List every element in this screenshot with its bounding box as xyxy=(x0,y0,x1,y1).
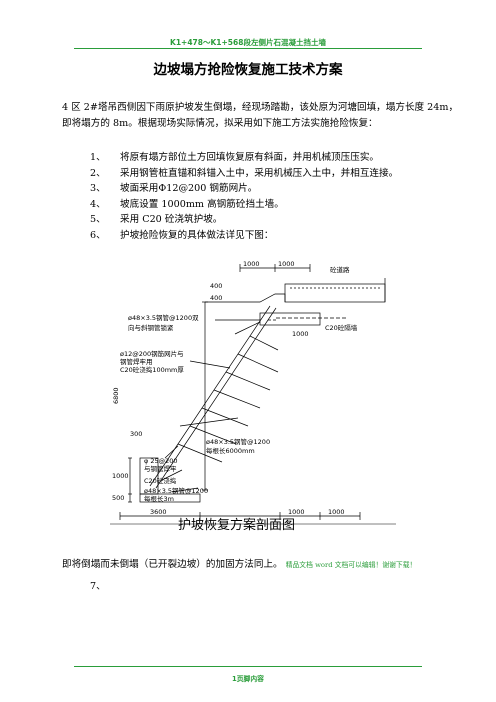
dim-bot-a: 1000 xyxy=(288,508,305,516)
height-6800: 6800 xyxy=(112,387,120,404)
diagram-title: 护坡恢复方案剖面图 xyxy=(178,518,296,533)
dim-3600: 3600 xyxy=(150,508,167,516)
rebar-label-1: φ 25@200 xyxy=(144,457,178,465)
dim-1000-mid: 1000 xyxy=(292,330,309,338)
intro-text: 4 区 2#塔吊西侧因下雨原护坡发生倒塌，经现场踏勘，该处原为河塘回填，塌方长度… xyxy=(62,102,459,129)
download-note: 精品文档 word 文档可以编辑！谢谢下载！ xyxy=(285,561,417,569)
pipe-top-label: ø48×3.5钢管@1200双 xyxy=(128,313,199,322)
list-item: 6、护坡抢险恢复的具体做法详见下图： xyxy=(90,229,274,241)
pipe-mid-label-1: ø48×3.5钢管@1200 xyxy=(206,437,270,446)
list-item: 5、采用 C20 砼浇筑护坡。 xyxy=(90,214,223,225)
steps-list: 1、将原有塌方部位土方回填恢复原有斜面，并用机械顶压压实。 2、采用钢管桩直锚和… xyxy=(90,150,470,243)
dim-top-a: 1000 xyxy=(243,260,260,268)
mesh-label-1: ø12@200钢筋网片与 xyxy=(120,349,184,358)
footer-divider xyxy=(74,666,422,667)
tail-text: 即将倒塌而未倒塌（已开裂边坡）的加固方法同上。 xyxy=(62,559,283,570)
pipe-mid-label-2: 每根长6000mm xyxy=(206,446,255,455)
page-footer: 1页脚内容 xyxy=(232,675,264,683)
c20-wall-label: C20砼隔墙 xyxy=(325,323,358,332)
pipe-top-label-2: 向与斜钢管锁紧 xyxy=(128,323,174,332)
list-item: 3、坡面采用Φ12@200 钢筋网片。 xyxy=(90,183,258,194)
pipe-bot-label-1: ø48×3.5钢管@1200 xyxy=(144,486,208,495)
list-item: 4、坡底设置 1000mm 高钢筋砼挡土墙。 xyxy=(90,198,284,210)
dim-top-b: 1000 xyxy=(278,260,295,268)
pipe-bot-label-2: 每根长3m xyxy=(144,494,174,503)
list-item: 1、将原有塌方部位土方回填恢复原有斜面，并用机械顶压压实。 xyxy=(90,152,380,163)
height-500: 500 xyxy=(112,494,124,502)
mesh-label-3: C20砼浇捣100mm厚 xyxy=(120,365,184,374)
section-drawing: 1000 1000 砼道路 400 400 ø48×3.5钢管@1200双 向与… xyxy=(110,260,396,525)
list-item: 2、采用钢管桩直锚和斜锚入土中，采用机械压入土中，并相互连接。 xyxy=(90,167,399,179)
dim-bot-b: 1000 xyxy=(328,508,345,516)
intro-paragraph: 4 区 2#塔吊西侧因下雨原护坡发生倒塌，经现场踏勘，该处原为河塘回填，塌方长度… xyxy=(62,100,466,132)
height-400b: 400 xyxy=(210,294,222,302)
list-item-7: 7、 xyxy=(90,581,106,592)
mesh-label-2: 钢管焊牢用 xyxy=(120,357,153,366)
c20-pour-label: C20砼浇捣 xyxy=(144,476,177,485)
height-400a: 400 xyxy=(210,282,222,290)
dim-300: 300 xyxy=(130,430,142,438)
height-1000: 1000 xyxy=(112,472,129,480)
header-divider xyxy=(74,48,422,49)
tail-paragraph: 即将倒塌而未倒塌（已开裂边坡）的加固方法同上。 精品文档 word 文档可以编辑… xyxy=(62,556,482,570)
page-header: K1+478～K1+568段左侧片石混凝土挡土墙 xyxy=(170,38,326,47)
road-label: 砼道路 xyxy=(330,265,350,274)
document-title: 边坡塌方抢险恢复施工技术方案 xyxy=(153,62,343,78)
rebar-label-2: 与钢管焊牢 xyxy=(144,464,177,473)
